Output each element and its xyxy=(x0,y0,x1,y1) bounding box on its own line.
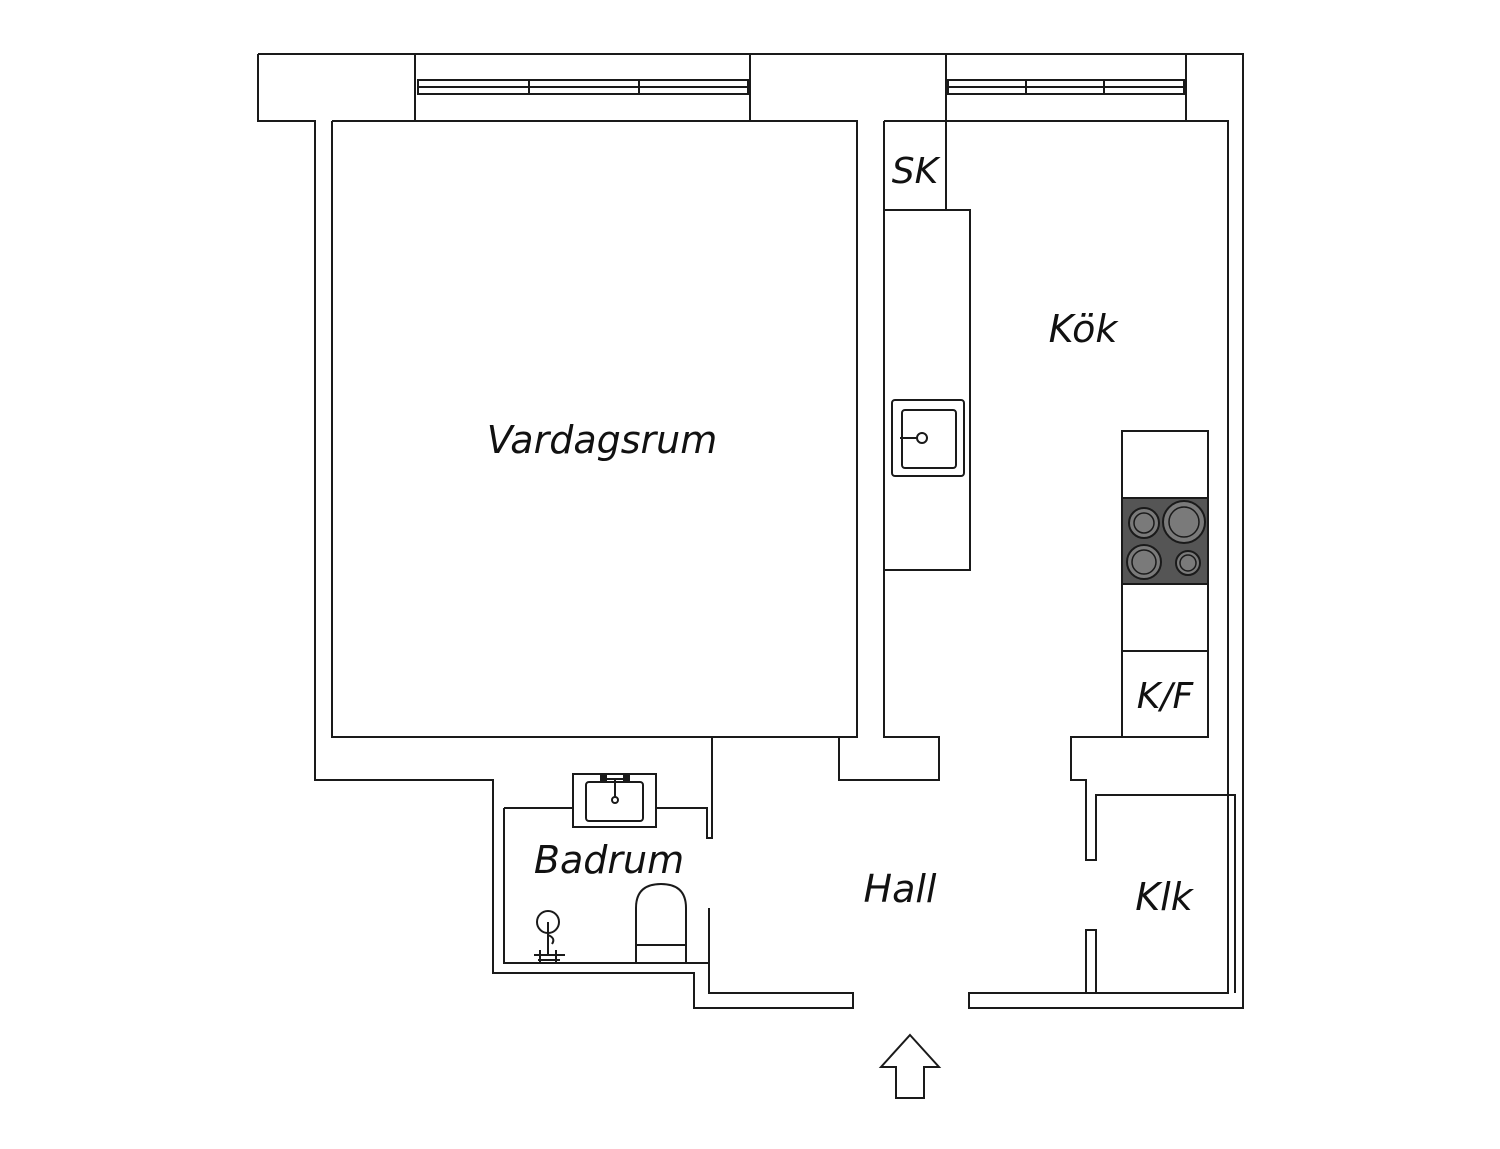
window-living xyxy=(417,79,749,95)
kitchen-sink-icon xyxy=(891,399,965,477)
kitchen-counter xyxy=(883,209,971,571)
room-label-kok: Kök xyxy=(1049,307,1120,351)
room-label-sk: SK xyxy=(892,151,941,192)
interior-wall-kitchen xyxy=(838,120,947,781)
room-label-badrum: Badrum xyxy=(534,838,684,882)
room-label-klk: Klk xyxy=(1135,875,1194,919)
room-label-hall: Hall xyxy=(864,867,937,911)
outer-walls xyxy=(257,53,1244,1009)
washbasin-icon xyxy=(572,773,657,828)
toilet-icon xyxy=(635,882,687,964)
room-label-kf: K/F xyxy=(1137,676,1195,717)
klk-walls xyxy=(1070,736,1236,994)
room-label-vardagsrum: Vardagsrum xyxy=(487,418,718,462)
window-kitchen xyxy=(947,79,1185,95)
arrow-up-icon xyxy=(878,1033,942,1099)
shower-icon xyxy=(534,910,565,962)
stove-icon xyxy=(1121,497,1209,585)
